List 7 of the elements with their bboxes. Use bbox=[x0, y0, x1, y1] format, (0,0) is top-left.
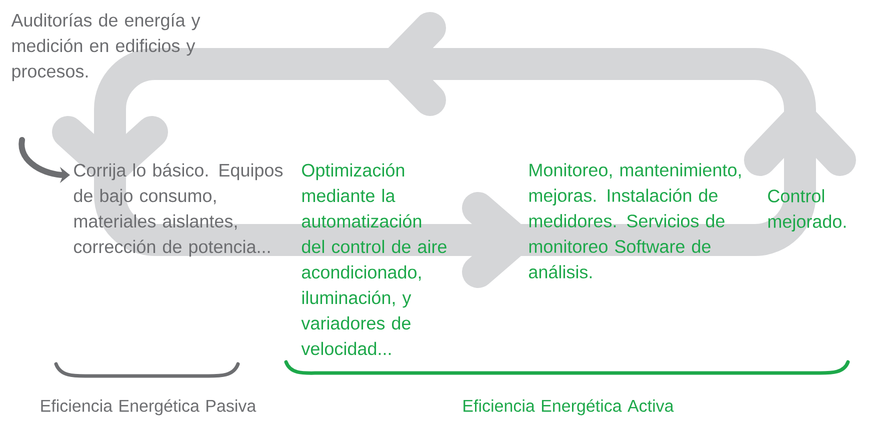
step-text: Corrija lo básico. Equipos de bajo consumo, materiales aislantes, corrección de potencia... bbox=[74, 163, 283, 257]
group-label: Eficiencia Energética Pasiva bbox=[41, 399, 256, 416]
step-text: Auditorías de energía y medición en edificios y procesos. bbox=[11, 13, 200, 82]
step-text: Monitoreo, mantenimiento, mejoras. Instalación de medidores. Servicios de monitoreo Software de análisis. bbox=[528, 163, 741, 278]
step-text: Optimización mediante la automatización del control de aire acondicionado, iluminación, y variadores de velocidad... bbox=[301, 163, 446, 356]
group-label: Eficiencia Energética Activa bbox=[464, 399, 674, 416]
step-text: Control mejorado. bbox=[768, 189, 846, 232]
